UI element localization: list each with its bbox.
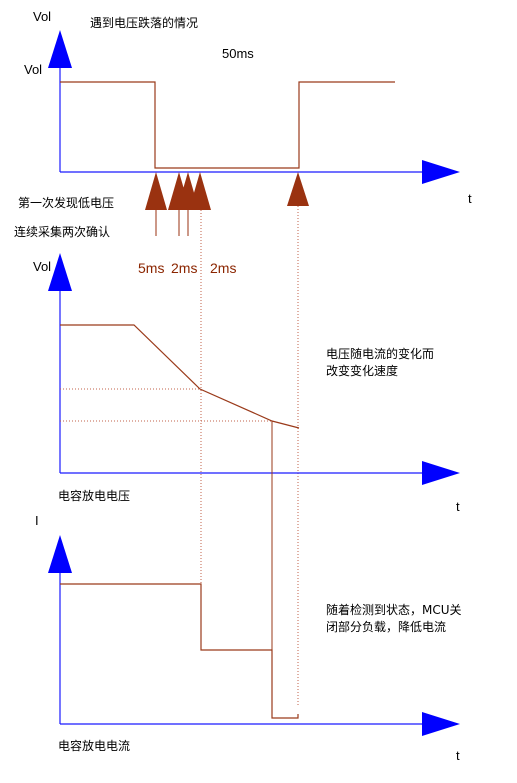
panel1-note-line2: 连续采集两次确认 xyxy=(14,224,110,239)
panel3-caption: 电容放电电流 xyxy=(58,738,130,753)
panel3-current-trace xyxy=(60,583,299,719)
panel1-y-axis-label-mid: Vol xyxy=(24,62,42,77)
interval-label-1: 5ms xyxy=(138,260,164,276)
interval-label-3: 2ms xyxy=(210,260,236,276)
panel1-y-axis-label-top: Vol xyxy=(33,9,51,24)
panel3-x-axis-label: t xyxy=(456,748,460,763)
panel3-y-axis-label: I xyxy=(35,513,39,528)
panel2-y-axis-label: Vol xyxy=(33,259,51,274)
panel3-x-axis-arrow-icon xyxy=(422,712,460,736)
panel1-duration-label: 50ms xyxy=(222,46,254,61)
panel1-voltage-trace xyxy=(60,81,395,169)
panel1-note-line1: 第一次发现低电压 xyxy=(18,195,114,210)
panel-capacitor-voltage: Vol t 电压随电流的变化而 改变变化速度 电容放电电压 xyxy=(33,253,460,718)
panel-capacitor-current: I t 随着检测到状态，MCU关 闭部分负载，降低电流 电容放电电流 xyxy=(35,513,462,763)
recovery-marker-icon xyxy=(287,172,309,206)
panel3-y-axis-arrow-icon xyxy=(48,535,72,573)
panel1-title: 遇到电压跌落的情况 xyxy=(90,15,198,30)
panel2-x-axis-label: t xyxy=(456,499,460,514)
panel1-y-axis-arrow-icon xyxy=(48,30,72,68)
panel2-x-axis-arrow-icon xyxy=(422,461,460,485)
panel2-voltage-curve xyxy=(60,324,300,429)
sample-marker-4-icon xyxy=(189,172,211,210)
panel2-note-line1: 电压随电流的变化而 xyxy=(326,346,434,361)
panel3-note-line1: 随着检测到状态，MCU关 xyxy=(326,602,462,617)
panel2-y-axis-arrow-icon xyxy=(48,253,72,291)
panel2-caption: 电容放电电压 xyxy=(58,488,130,503)
panel1-x-axis-label: t xyxy=(468,191,472,206)
panel1-x-axis-arrow-icon xyxy=(422,160,460,184)
panel3-note-line2: 闭部分负载，降低电流 xyxy=(326,619,446,634)
panel2-note-line2: 改变变化速度 xyxy=(326,363,398,378)
guide-lines xyxy=(200,206,299,706)
panel-voltage-drop: Vol 遇到电压跌落的情况 50ms Vol t 第一次发现低电压 连续采集两次… xyxy=(14,9,472,276)
sample-marker-1-icon xyxy=(145,172,167,210)
interval-label-2: 2ms xyxy=(171,260,197,276)
